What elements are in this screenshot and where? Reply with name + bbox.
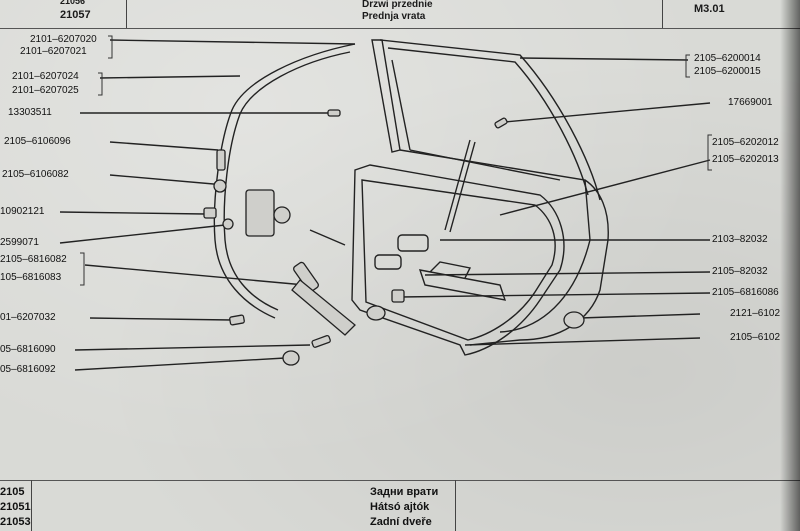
screw [327,109,341,117]
page-edge-shadow [780,0,800,531]
part-label: 2101–6207021 [20,46,87,57]
door-hinge [245,189,275,237]
screw [311,335,331,348]
part-label: 2599071 [0,237,39,248]
header-title: Drzwi przednie [362,0,433,10]
part-label: 17669001 [728,97,773,108]
armrest [418,269,507,301]
part-label: 2101–6207020 [30,34,97,45]
part-label: 05–6816092 [0,364,56,375]
footer-model: 2105 [0,486,25,498]
page-header [0,0,800,29]
part-label: 05–6816090 [0,344,56,355]
footer-model: 21051 [0,501,31,513]
bushing [366,305,386,321]
clip [391,289,405,303]
door-bumper [563,311,585,329]
part-label: 2101–6207024 [12,71,79,82]
footer-title: Задни врати [370,486,439,498]
part-label: 01–6207032 [0,312,56,323]
model-number: 21057 [60,9,91,21]
door-window-frame [379,39,601,201]
part-label: 2105–6102 [730,332,781,343]
door-frame-pillar [371,39,401,153]
header-divider [126,0,127,28]
footer-title: Hátsó ajtók [370,501,430,513]
cap [282,350,300,366]
part-label: 2105–6200015 [694,66,761,77]
part-label: 2105–6106082 [2,169,69,180]
part-label: 105–6816083 [0,272,62,283]
page-code: M3.01 [694,3,725,15]
part-label: 2105–6106096 [4,136,71,147]
header-divider [662,0,663,28]
part-label: 2121–6102 [730,308,781,319]
part-label: 2105–6202013 [712,154,779,165]
part-label: 10902121 [0,206,45,217]
header-subtitle: Prednja vrata [362,11,426,22]
hinge-pin [216,149,226,171]
model-top: 21056 [60,0,86,6]
inner-handle [397,234,429,252]
stop-plug [229,314,245,326]
window-channel-seal [213,43,356,319]
footer-rule [0,480,800,481]
door-outer-panel [399,149,609,346]
footer-title: Zadní dveře [370,516,432,528]
footer-model: 21053 [0,516,31,528]
window-crank-recess [374,254,402,270]
bolt [203,207,217,219]
part-label: 2105–6816086 [712,287,779,298]
door-trim-panel [351,164,565,356]
footer-divider [31,480,32,531]
part-label: 2105–6200014 [694,53,761,64]
screw [494,117,508,129]
washer [213,179,227,193]
part-label: 2101–6207025 [12,85,79,96]
part-label: 2105–6202012 [712,137,779,148]
part-label: 2103–82032 [712,234,768,245]
part-label: 2105–6816082 [0,254,67,265]
footer-divider [455,480,456,531]
part-label: 13303511 [8,107,52,118]
part-label: 2105–82032 [712,266,768,277]
